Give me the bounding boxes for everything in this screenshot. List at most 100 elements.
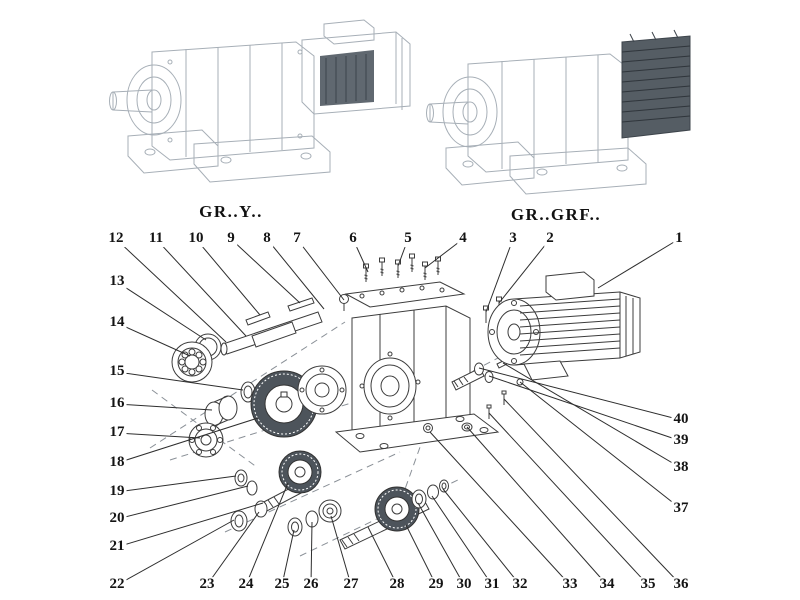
leader-line-14 xyxy=(116,322,191,357)
callout-40: 40 xyxy=(671,411,691,428)
callout-17: 17 xyxy=(107,424,127,441)
callout-34: 34 xyxy=(597,576,617,593)
callout-39: 39 xyxy=(671,432,691,449)
leader-line-30 xyxy=(417,502,465,586)
leader-line-32 xyxy=(442,488,521,586)
motor xyxy=(487,271,641,381)
bottom-shaft-assembly xyxy=(287,479,449,550)
leader-line-4 xyxy=(424,238,464,269)
callout-37: 37 xyxy=(671,500,691,517)
leader-line-3 xyxy=(485,238,514,313)
callout-32: 32 xyxy=(510,576,530,593)
callout-8: 8 xyxy=(261,230,273,247)
leader-line-34 xyxy=(466,426,608,586)
motor-left xyxy=(301,19,411,115)
leader-line-29 xyxy=(405,524,437,586)
callout-36: 36 xyxy=(671,576,691,593)
callout-19: 19 xyxy=(107,483,127,500)
callout-33: 33 xyxy=(560,576,580,593)
leader-line-2 xyxy=(498,238,551,304)
mounting-feet-left xyxy=(127,129,331,183)
callout-9: 9 xyxy=(225,230,237,247)
output-flange-left xyxy=(126,64,182,136)
leader-line-37 xyxy=(519,381,682,510)
callout-21: 21 xyxy=(107,538,127,555)
callout-16: 16 xyxy=(107,395,127,412)
callout-18: 18 xyxy=(107,454,127,471)
callout-35: 35 xyxy=(638,576,658,593)
callout-3: 3 xyxy=(507,230,519,247)
leader-line-9 xyxy=(230,238,301,304)
leader-line-17 xyxy=(116,432,201,439)
callout-7: 7 xyxy=(291,230,303,247)
callout-4: 4 xyxy=(457,230,469,247)
callout-26: 26 xyxy=(301,576,321,593)
callout-2: 2 xyxy=(544,230,556,247)
leader-line-11 xyxy=(155,238,247,337)
callout-1: 1 xyxy=(673,230,685,247)
leader-line-39 xyxy=(488,375,682,442)
leader-line-35 xyxy=(488,412,649,586)
leader-line-19 xyxy=(116,475,237,493)
leader-line-23 xyxy=(206,511,260,586)
leader-line-27 xyxy=(330,515,352,586)
callout-25: 25 xyxy=(272,576,292,593)
callout-28: 28 xyxy=(387,576,407,593)
leader-line-21 xyxy=(116,502,264,548)
callout-5: 5 xyxy=(402,230,414,247)
output-shaft xyxy=(220,297,323,356)
cover-bolts xyxy=(363,253,441,282)
callout-29: 29 xyxy=(426,576,446,593)
callout-20: 20 xyxy=(107,510,127,527)
variant-title-right: GR..GRF.. xyxy=(510,205,602,224)
callout-12: 12 xyxy=(106,230,126,247)
callout-24: 24 xyxy=(236,576,256,593)
finned-block-dark xyxy=(621,29,691,139)
callout-15: 15 xyxy=(107,363,127,380)
leader-line-15 xyxy=(116,371,244,391)
assembled-view-left xyxy=(109,19,411,183)
callout-14: 14 xyxy=(107,314,127,331)
leader-line-24 xyxy=(245,482,289,586)
output-flange-right xyxy=(442,76,498,148)
callout-10: 10 xyxy=(186,230,206,247)
leader-line-38 xyxy=(502,362,682,469)
leader-line-26 xyxy=(310,521,313,586)
callout-22: 22 xyxy=(107,576,127,593)
callout-30: 30 xyxy=(454,576,474,593)
leader-line-22 xyxy=(116,519,235,586)
leader-line-8 xyxy=(266,238,325,310)
callout-27: 27 xyxy=(341,576,361,593)
callout-38: 38 xyxy=(671,459,691,476)
callout-23: 23 xyxy=(197,576,217,593)
leader-line-28 xyxy=(367,526,398,586)
gearbox-housing xyxy=(334,281,500,453)
leader-line-25 xyxy=(281,529,295,586)
leader-line-36 xyxy=(503,398,682,586)
leader-line-31 xyxy=(431,495,493,586)
mounting-feet-right xyxy=(445,141,647,195)
callout-6: 6 xyxy=(347,230,359,247)
leader-line-10 xyxy=(195,238,261,316)
leader-line-16 xyxy=(116,403,213,411)
callout-31: 31 xyxy=(482,576,502,593)
leader-line-40 xyxy=(478,367,682,421)
assembled-view-right xyxy=(426,29,691,195)
output-shaft-stub-left xyxy=(109,89,153,113)
callout-11: 11 xyxy=(146,230,166,247)
leader-line-1 xyxy=(597,238,680,289)
leader-line-13 xyxy=(116,281,207,341)
callout-13: 13 xyxy=(107,273,127,290)
leader-line-20 xyxy=(116,485,249,520)
motor-stator-dark xyxy=(320,50,374,106)
output-shaft-stub-right xyxy=(426,101,469,125)
leader-line-33 xyxy=(429,431,571,586)
exploded-view xyxy=(149,253,641,557)
bearing-cover xyxy=(297,365,347,415)
leader-line-7 xyxy=(296,238,345,301)
leader-line-18 xyxy=(116,417,259,464)
variant-title-left: GR..Y.. xyxy=(199,202,263,221)
